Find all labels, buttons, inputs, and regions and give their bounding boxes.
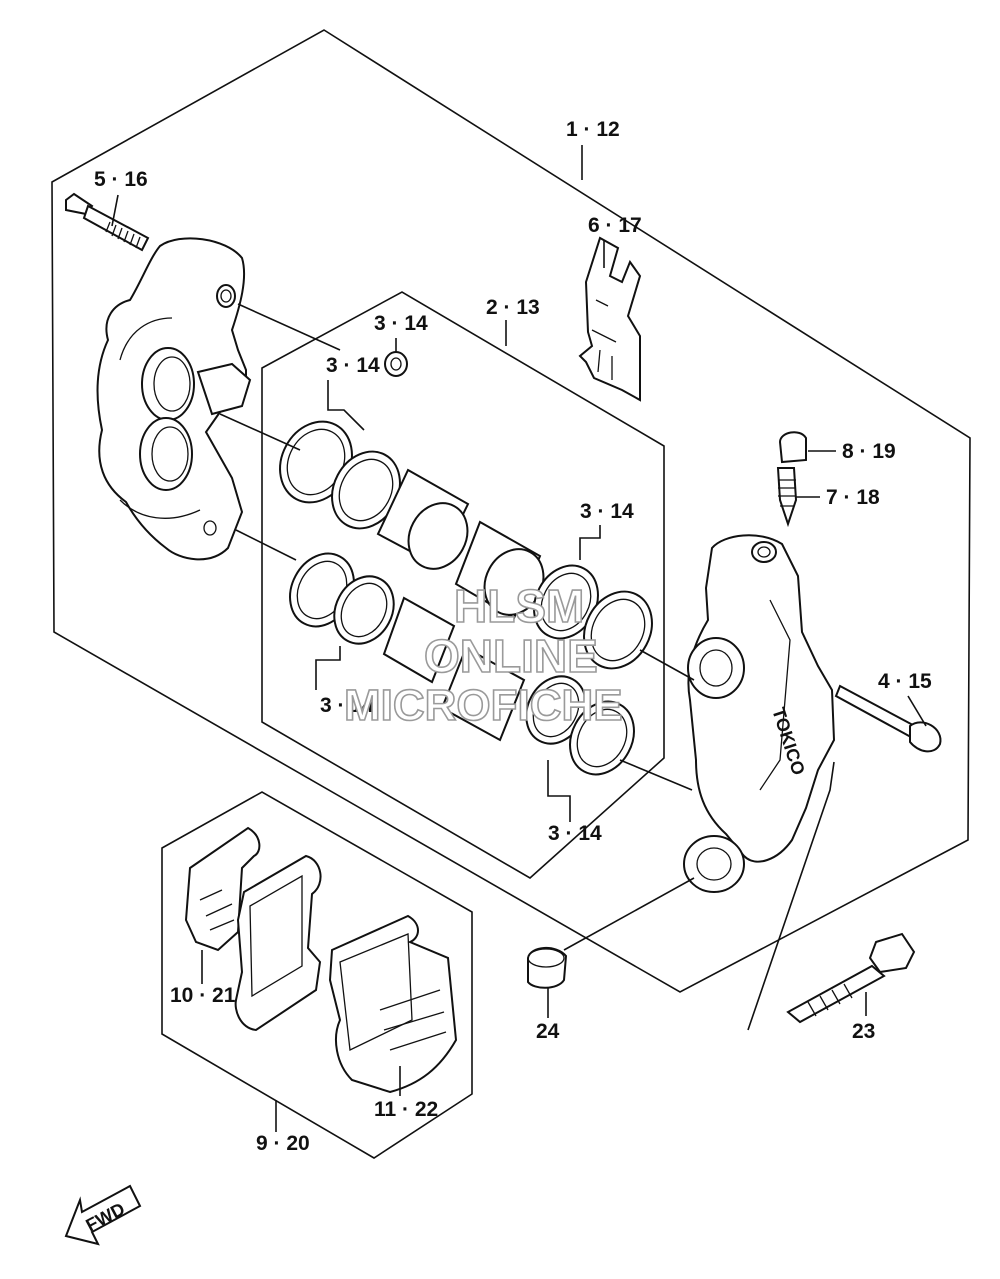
watermark-line-1: HLSM xyxy=(454,580,584,632)
callout-5-16: 5 · 16 xyxy=(94,168,148,191)
spacer-24 xyxy=(527,947,568,989)
left-caliper-half xyxy=(96,237,252,561)
watermark-line-3: MICROFICHE xyxy=(344,681,623,730)
callout-3-14-e: 3 · 14 xyxy=(548,822,602,845)
callout-labels: 1 · 12 5 · 16 6 · 17 2 · 13 3 · 14 3 · 1… xyxy=(94,118,932,1155)
caliper-assembly-box xyxy=(51,29,971,993)
right-caliper-half: TOKICO xyxy=(683,534,836,893)
callout-2-13: 2 · 13 xyxy=(486,296,540,319)
callout-11-22: 11 · 22 xyxy=(374,1098,438,1121)
piston-kit-parts xyxy=(279,351,653,776)
watermark: HLSM ONLINE MICROFICHE xyxy=(343,579,623,731)
callout-4-15: 4 · 15 xyxy=(878,670,932,693)
callout-3-14-a: 3 · 14 xyxy=(374,312,428,335)
pad-spring-6 xyxy=(578,236,642,402)
pad-set-box xyxy=(161,791,473,1159)
callout-1-12: 1 · 12 xyxy=(566,118,620,141)
callout-3-14-c: 3 · 14 xyxy=(580,500,634,523)
fwd-arrow-icon xyxy=(64,1184,142,1246)
piston-kit-box xyxy=(261,291,665,879)
caliper-bolt-5 xyxy=(65,192,150,252)
watermark-line-2: ONLINE xyxy=(424,630,598,682)
callout-3-14-b: 3 · 14 xyxy=(326,354,380,377)
leader-lines xyxy=(111,145,927,1132)
bleeder-parts xyxy=(776,431,807,528)
brake-pads xyxy=(184,826,458,1094)
callout-6-17: 6 · 17 xyxy=(588,214,642,237)
mounting-bolt-23 xyxy=(786,932,916,1024)
callout-3-14-d: 3 · 14 xyxy=(320,694,374,717)
callout-7-18: 7 · 18 xyxy=(826,486,880,509)
assembly-boundaries xyxy=(51,29,971,1159)
callout-10-21: 10 · 21 xyxy=(170,984,236,1007)
callout-23: 23 xyxy=(852,1020,875,1043)
callout-24: 24 xyxy=(536,1020,560,1043)
fwd-arrow: FWD xyxy=(64,1184,142,1246)
callout-9-20: 9 · 20 xyxy=(256,1132,310,1155)
pad-pin-4 xyxy=(834,684,942,753)
callout-8-19: 8 · 19 xyxy=(842,440,896,463)
